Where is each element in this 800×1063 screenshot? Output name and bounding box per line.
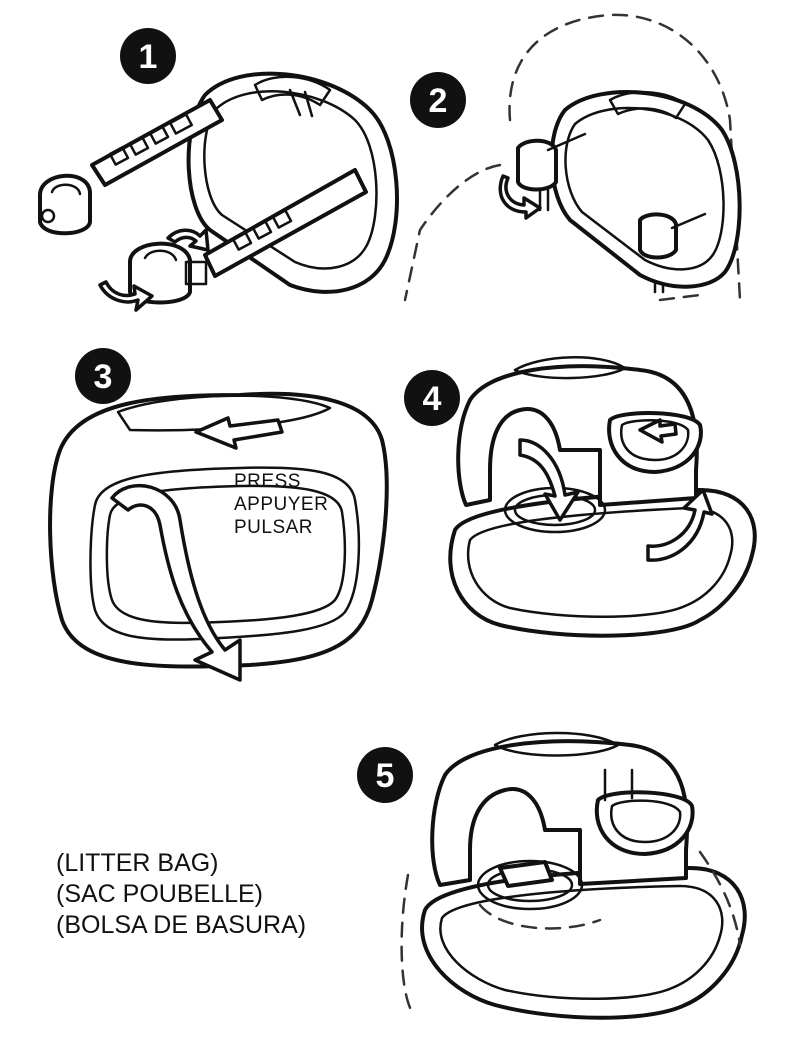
step-2-number: 2	[429, 82, 448, 120]
step-2-illustration	[403, 13, 742, 302]
litter-bag-caption: (LITTER BAG) (SAC POUBELLE) (BOLSA DE BA…	[56, 848, 306, 941]
step-1-badge: 1	[120, 28, 176, 84]
step-3-number: 3	[94, 358, 113, 396]
step-2-badge: 2	[410, 72, 466, 128]
step-3-illustration: PRESS APPUYER PULSAR	[48, 391, 389, 682]
step-4-number: 4	[423, 380, 442, 418]
step-3-badge: 3	[75, 348, 131, 404]
press-label-fr: APPUYER	[234, 494, 328, 515]
step-5-badge: 5	[357, 747, 413, 803]
press-label-en: PRESS	[234, 471, 301, 492]
step-1-number: 1	[139, 38, 158, 76]
step-1-illustration	[38, 71, 399, 312]
step-5-number: 5	[376, 757, 395, 795]
press-label-es: PULSAR	[234, 517, 313, 538]
caption-line-en: (LITTER BAG)	[56, 849, 219, 877]
step-4-illustration	[448, 356, 757, 638]
caption-line-es: (BOLSA DE BASURA)	[56, 911, 307, 939]
step-4-badge: 4	[404, 370, 460, 426]
caption-line-fr: (SAC POUBELLE)	[56, 880, 264, 908]
step-5-illustration	[400, 731, 747, 1020]
